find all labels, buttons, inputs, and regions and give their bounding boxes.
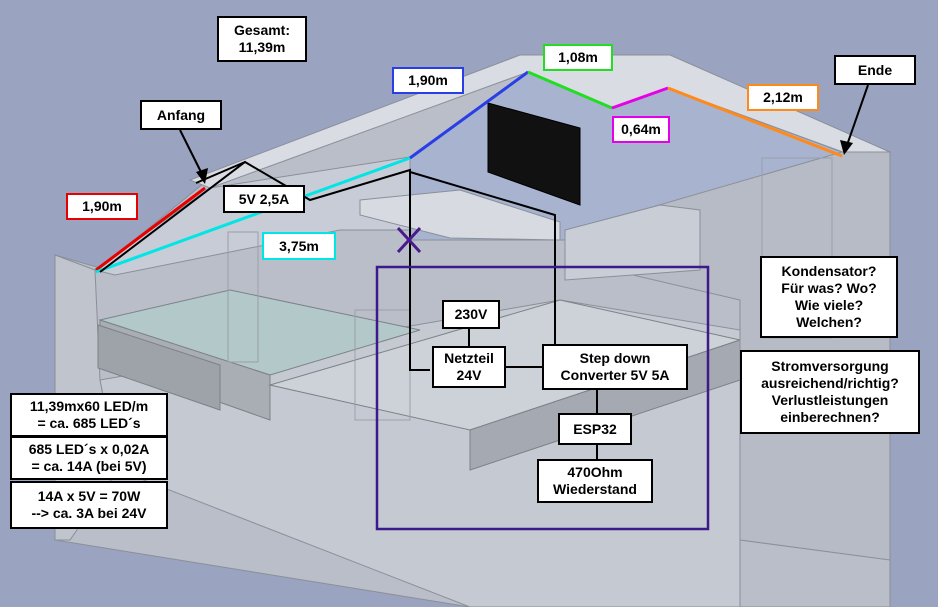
- calc-current: 685 LED´s x 0,02A = ca. 14A (bei 5V): [10, 436, 168, 480]
- segment-magenta-label: 0,64m: [612, 116, 670, 143]
- ende-arrow: [845, 84, 869, 149]
- psu5v-label: 5V 2,5A: [223, 185, 305, 213]
- stromversorgung-question-box: Stromversorgung ausreichend/richtig? Ver…: [740, 350, 920, 434]
- segment-blue-line: [409, 70, 529, 160]
- x-marker-b: [396, 226, 422, 254]
- netzteil-box: Netzteil 24V: [432, 346, 506, 388]
- circuit-frame: [375, 265, 710, 531]
- kondensator-question-box: Kondensator? Für was? Wo? Wie viele? Wel…: [760, 256, 898, 338]
- segment-red-label: 1,90m: [66, 193, 138, 220]
- calc-led-count: 11,39mx60 LED/m = ca. 685 LED´s: [10, 393, 168, 437]
- esp32-box: ESP32: [558, 413, 632, 445]
- glass-column-right: [761, 157, 833, 339]
- segment-red-line: [95, 186, 206, 272]
- anfang-label: Anfang: [140, 100, 222, 130]
- total-value: 11,39m: [238, 39, 286, 55]
- anfang-arrowhead: [196, 168, 208, 184]
- resistor-box: 470Ohm Wiederstand: [537, 459, 653, 503]
- psu5v-wire: [99, 160, 430, 371]
- segment-magenta-line: [611, 86, 669, 110]
- stepdown-wire: [409, 171, 556, 345]
- mains-230v-box: 230V: [442, 300, 500, 329]
- segment-green-label: 1,08m: [543, 44, 613, 71]
- segment-cyan-line: [95, 156, 411, 274]
- tv-screen: [487, 102, 581, 206]
- bed-headboard: [97, 324, 221, 411]
- stepdown-converter-box: Step down Converter 5V 5A: [542, 344, 688, 390]
- segment-orange-label: 2,12m: [747, 84, 819, 111]
- segment-blue-label: 1,90m: [392, 67, 464, 94]
- glass-column-left: [227, 231, 259, 363]
- calc-power: 14A x 5V = 70W --> ca. 3A bei 24V: [10, 481, 168, 529]
- ende-arrowhead: [840, 140, 853, 155]
- total-length-box: Gesamt: 11,39m: [217, 16, 307, 62]
- segment-orange-line: [667, 86, 843, 158]
- segment-green-line: [527, 70, 613, 110]
- ende-label: Ende: [834, 55, 916, 85]
- right-cabinet: [564, 204, 701, 281]
- total-label: Gesamt:: [233, 22, 291, 38]
- segment-cyan-label: 3,75m: [262, 232, 336, 260]
